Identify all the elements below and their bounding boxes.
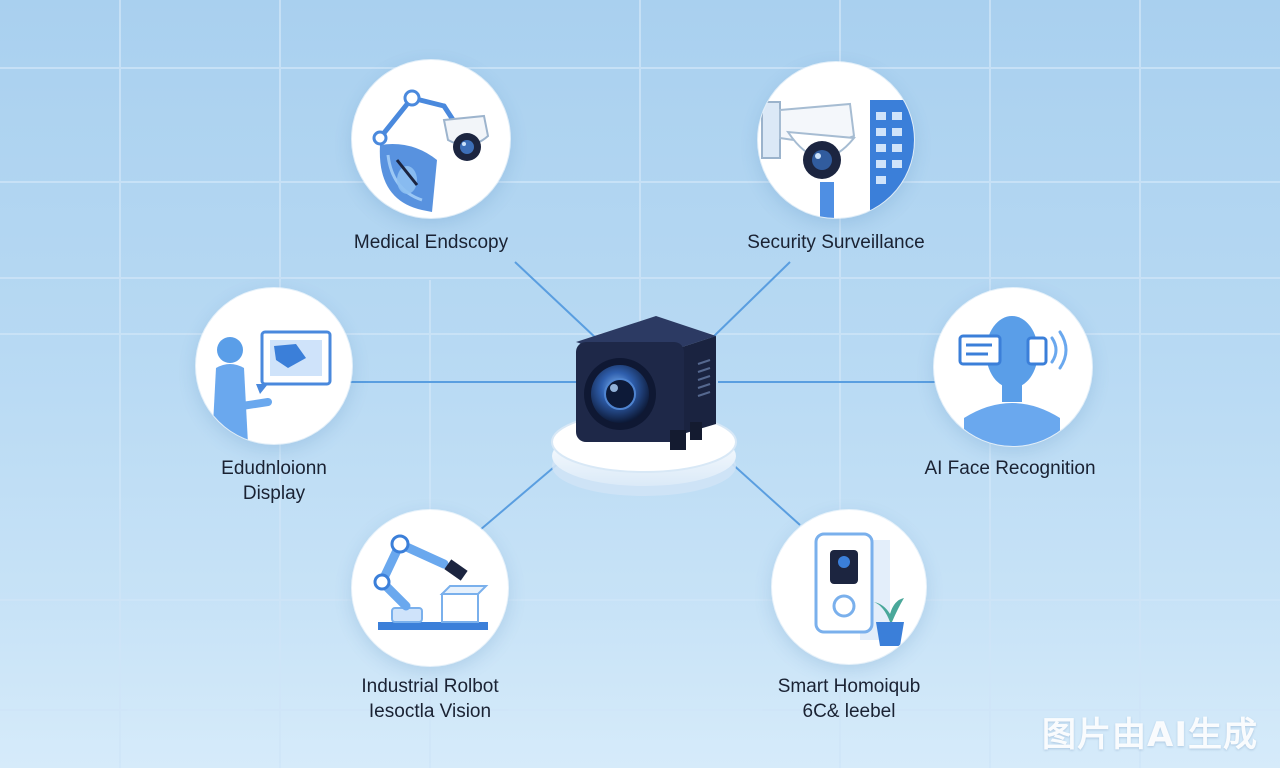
camera-module — [548, 306, 740, 502]
node-ai-face-recognition — [934, 288, 1092, 446]
dome-security-camera-icon — [761, 100, 914, 218]
smart-doorbell-icon — [814, 532, 904, 646]
face-scan-icon — [958, 316, 1068, 446]
label-line: Smart Homoiqub — [777, 676, 921, 697]
label-education: Edudnloionn Display — [194, 456, 354, 506]
label-line: Display — [242, 483, 306, 504]
label-industrial: Industrial Rolbot Iesoctla Vision — [330, 674, 530, 724]
ai-generated-watermark: 图片由AI生成 — [1042, 715, 1258, 755]
node-security-surveillance — [758, 62, 914, 218]
person-presentation-icon — [212, 330, 332, 444]
connector-medical — [514, 261, 599, 341]
node-smart-home — [772, 510, 926, 664]
connector-security — [709, 261, 791, 341]
node-industrial-robot — [352, 510, 508, 666]
connector-smarthome — [729, 461, 801, 526]
label-face: AI Face Recognition — [908, 456, 1112, 481]
label-line: Security Surveillance — [747, 232, 925, 253]
label-line: AI Face Recognition — [924, 458, 1096, 479]
label-security: Security Surveillance — [726, 230, 946, 255]
node-medical-endoscopy — [352, 60, 510, 218]
label-line: Medical Endscopy — [353, 232, 509, 253]
connector-industrial — [479, 461, 561, 531]
node-education-display — [196, 288, 352, 444]
label-line: Iesoctla Vision — [368, 701, 492, 722]
label-medical: Medical Endscopy — [333, 230, 529, 255]
camera-module-icon — [551, 316, 737, 496]
label-line: 6C& leebel — [802, 701, 896, 722]
label-smarthome: Smart Homoiqub 6C& leebel — [748, 674, 950, 724]
label-line: Industrial Rolbot — [361, 676, 499, 697]
label-line: Edudnloionn — [221, 458, 327, 479]
industrial-robot-arm-icon — [373, 534, 489, 630]
robotic-arm-endoscope-icon — [372, 89, 490, 212]
